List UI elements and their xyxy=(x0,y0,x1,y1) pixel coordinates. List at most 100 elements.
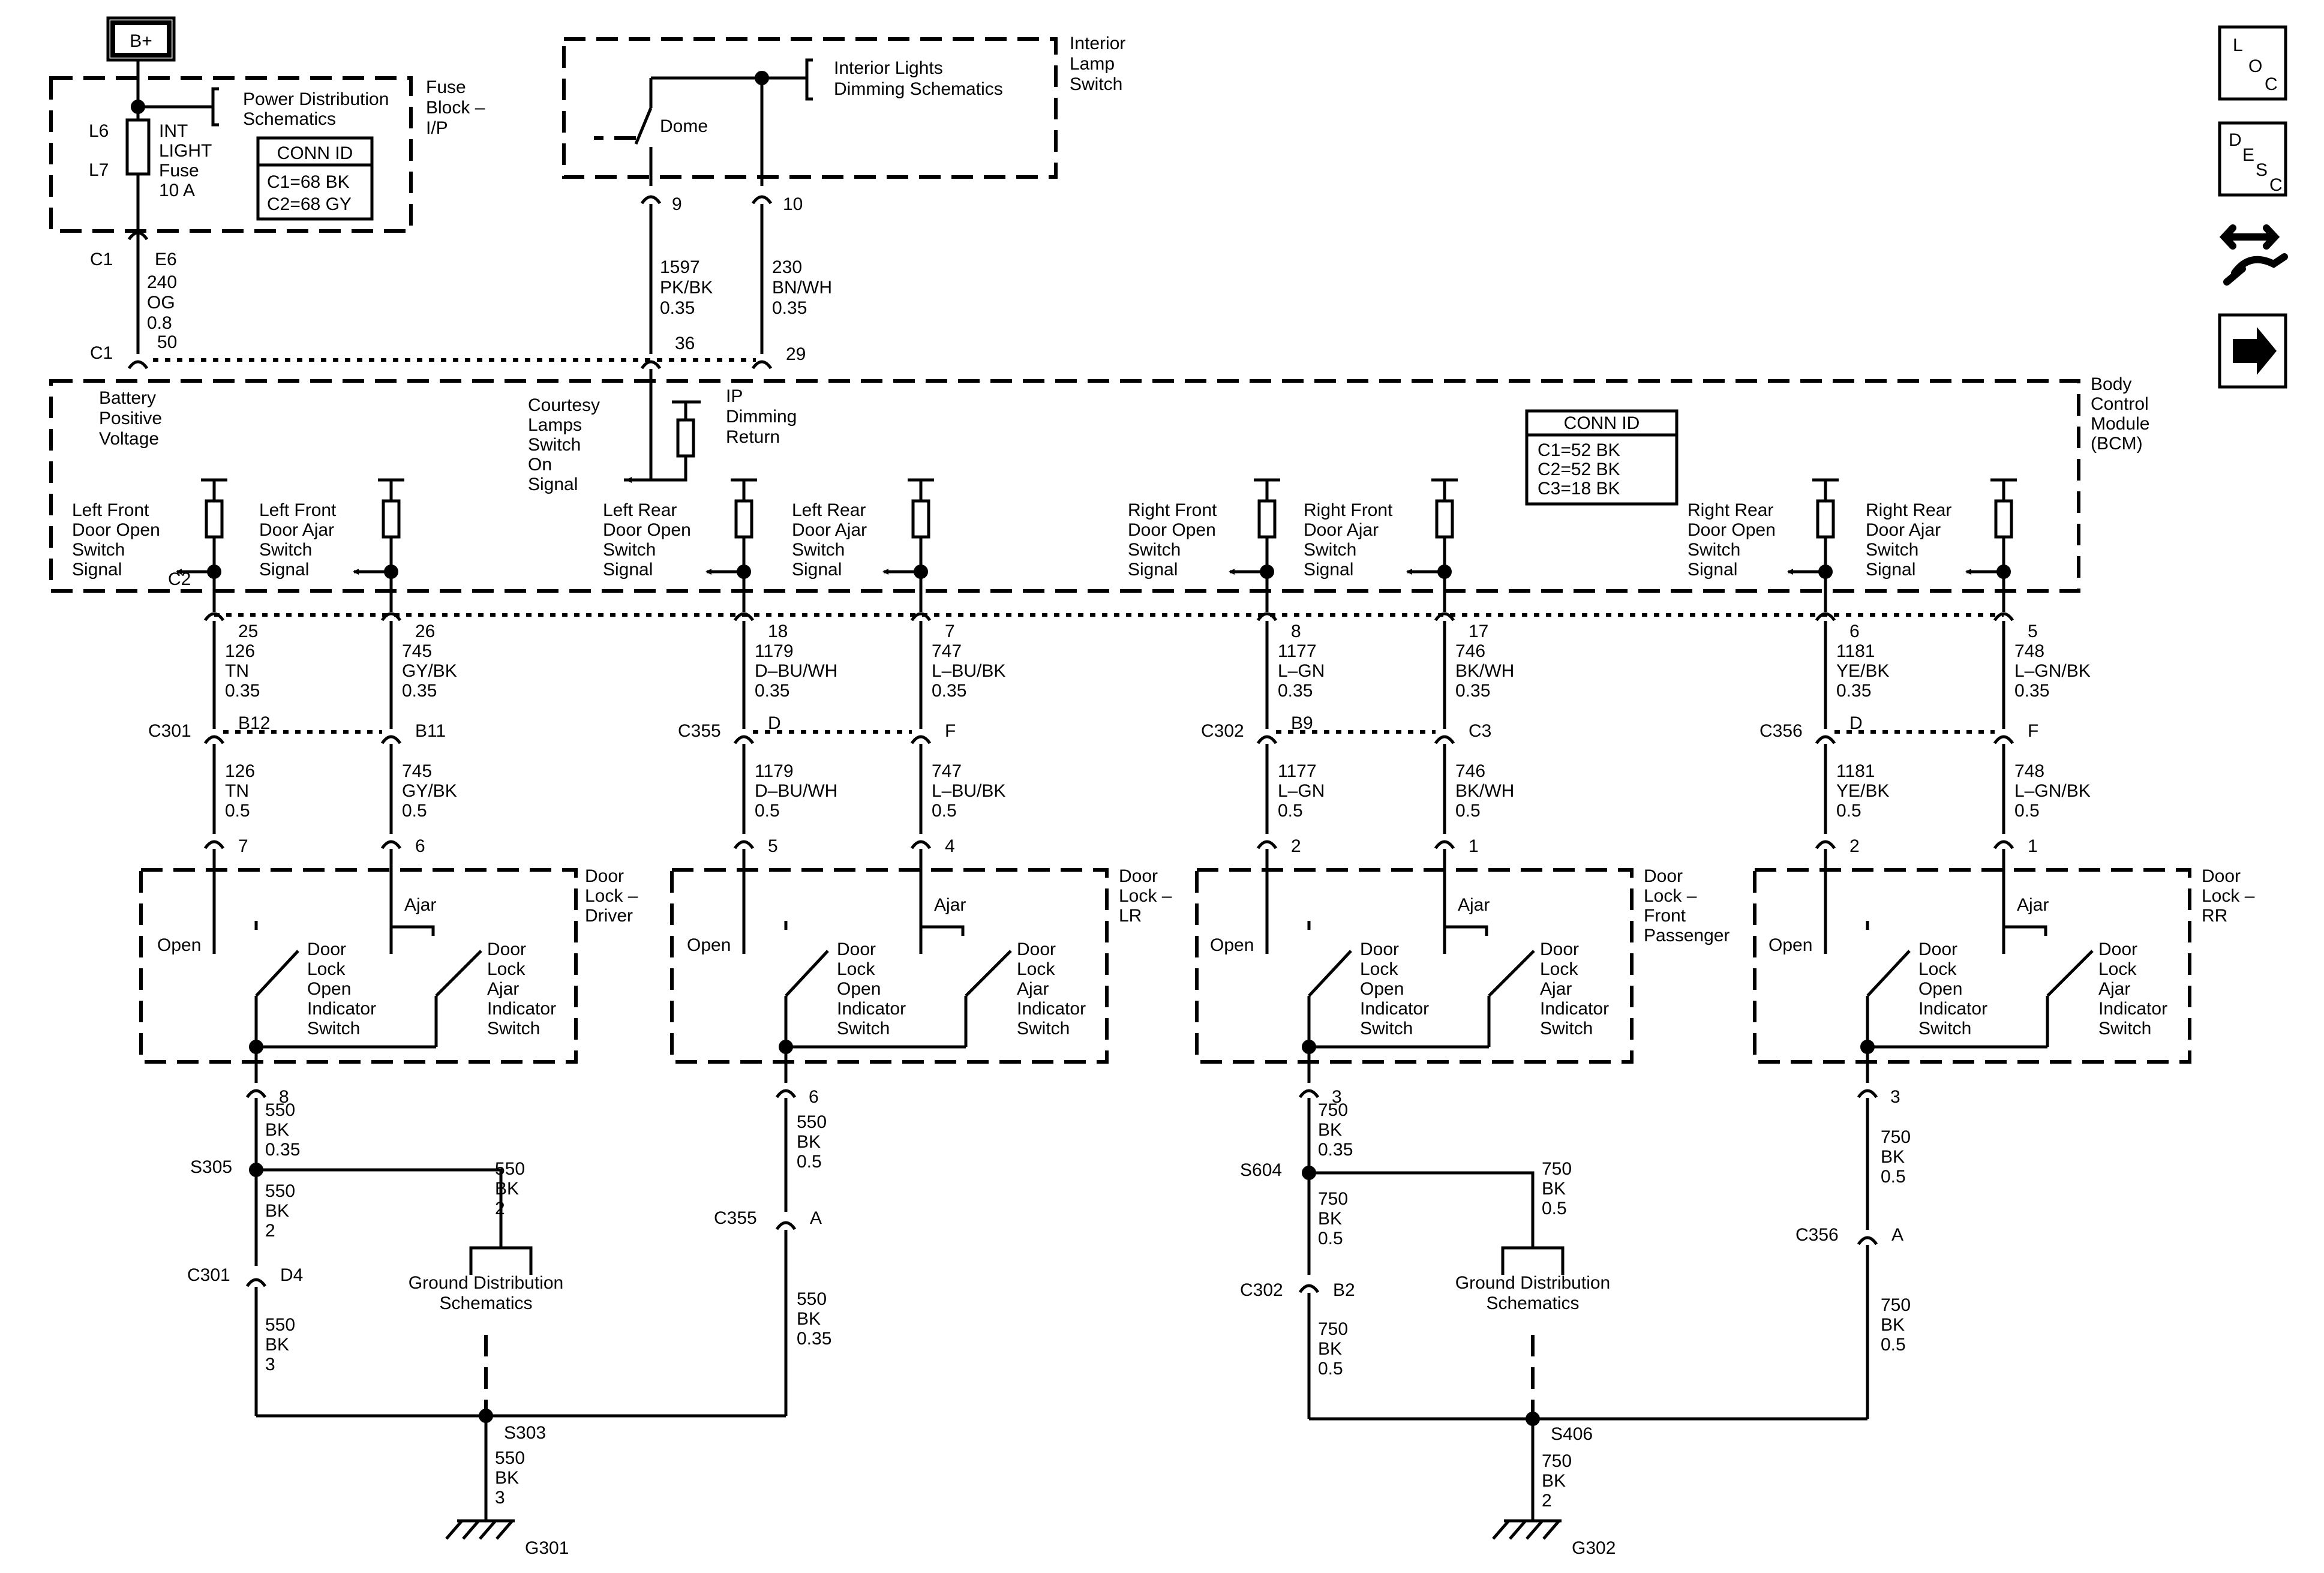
courtesy-wire xyxy=(624,369,653,482)
open-switch-label: Indicator xyxy=(307,999,376,1019)
door-lock-pin xyxy=(1993,840,2014,849)
signal-label: Switch xyxy=(1128,540,1181,560)
signal-label: Switch xyxy=(1866,540,1918,560)
wire-label-lower: TN xyxy=(225,781,249,801)
connector-c1-e6 xyxy=(127,231,149,241)
wire-label-lower: 0.5 xyxy=(402,801,427,821)
wire-label: BK xyxy=(495,1179,519,1199)
ajar-stub xyxy=(2004,925,2047,936)
wire-label-upper: TN xyxy=(225,661,249,681)
wire-label: 2 xyxy=(495,1199,505,1218)
wire-label: 750 xyxy=(1318,1319,1348,1339)
icon-letter: C xyxy=(2269,175,2283,195)
loc-icon[interactable]: LOC xyxy=(2218,25,2287,101)
connector-c302-b2 xyxy=(1298,1284,1320,1293)
ip-dim-wire xyxy=(651,456,687,482)
door-lock-title: Lock – xyxy=(585,886,638,906)
inline-connector-pin xyxy=(1993,735,2014,745)
wire-label: 750 xyxy=(1318,1100,1348,1120)
connector-c356: C356 xyxy=(1795,1225,1839,1245)
wire-label: BK xyxy=(265,1120,289,1140)
fuse-pin-l6: L6 xyxy=(89,121,109,141)
connector-c301: C301 xyxy=(187,1265,230,1285)
wire-label-upper: 745 xyxy=(402,641,432,661)
inline-connector-pin xyxy=(910,735,932,745)
door-lock-pin-label: 1 xyxy=(2028,836,2038,856)
door-lock-pin xyxy=(380,840,402,849)
bcm-pin xyxy=(380,612,402,622)
door-lock-pin xyxy=(203,840,225,849)
door-lock-title: Door xyxy=(1119,866,1158,886)
ajar-stub xyxy=(1445,925,1488,936)
ajar-switch-label: Switch xyxy=(2098,1019,2151,1038)
door-lock-title: Door xyxy=(2202,866,2241,886)
open-switch-label: Lock xyxy=(837,959,875,979)
courtesy-label: Courtesy xyxy=(528,395,600,415)
fuse-block-outline xyxy=(49,76,413,233)
pin36 xyxy=(640,360,662,370)
gds-label: Schematics xyxy=(1486,1293,1579,1313)
door-lock-pin-label: 6 xyxy=(415,836,425,856)
bcm-pin xyxy=(733,612,755,622)
switch-common-node xyxy=(779,1040,793,1054)
battery-voltage-label: Voltage xyxy=(99,429,159,449)
door-lock-title: Door xyxy=(585,866,624,886)
open-label: Open xyxy=(687,935,731,955)
open-switch-label: Open xyxy=(307,979,351,999)
open-switch-label: Open xyxy=(1918,979,1962,999)
signal-label: Left Rear xyxy=(603,500,677,520)
ajar-switch-label: Switch xyxy=(487,1019,540,1038)
wire-label: 3 xyxy=(265,1355,275,1374)
wire-label: 0.35 xyxy=(797,1329,831,1349)
wire-230-label: 0.35 xyxy=(772,298,807,318)
ground-g301-label: G301 xyxy=(525,1538,569,1558)
conn-id-row: C2=68 GY xyxy=(267,194,352,214)
wire-label: BK xyxy=(797,1309,821,1329)
wire-label-lower: 0.5 xyxy=(1278,801,1303,821)
wire-label-upper: 0.35 xyxy=(402,681,437,701)
diagnostic-tools-icon[interactable] xyxy=(2219,224,2288,286)
wire-label-upper: 0.35 xyxy=(225,681,260,701)
open-switch-label: Switch xyxy=(1918,1019,1971,1038)
icon-letter: S xyxy=(2256,160,2268,180)
open-switch-label: Lock xyxy=(1918,959,1957,979)
dim-node xyxy=(755,71,769,85)
wire-label: 550 xyxy=(265,1100,295,1120)
labels: B+Power DistributionSchematicsFuseBlock … xyxy=(72,31,2255,1558)
pin-50: 50 xyxy=(157,332,177,352)
ajar-switch-label: Lock xyxy=(487,959,526,979)
signal-label: Door Ajar xyxy=(1866,520,1941,540)
lamp-switch-title: Lamp xyxy=(1070,54,1115,74)
ground-pin xyxy=(245,1089,267,1098)
gds-bracket-l xyxy=(1501,1246,1533,1275)
dome-switch-blade xyxy=(634,107,653,145)
wire-label-lower: YE/BK xyxy=(1836,781,1889,801)
ajar-label: Ajar xyxy=(1458,895,1490,915)
ajar-switch-label: Switch xyxy=(1540,1019,1593,1038)
wire-240-label: 0.8 xyxy=(147,313,172,333)
door-lock-outline xyxy=(670,868,1109,1064)
ajar-switch-label: Lock xyxy=(1017,959,1055,979)
icon-letter: D xyxy=(2229,130,2242,150)
gds-label: Ground Distribution xyxy=(409,1273,563,1293)
ajar-switch-label: Door xyxy=(1017,939,1056,959)
open-switch-label: Open xyxy=(837,979,881,999)
signal-label: Right Rear xyxy=(1688,500,1773,520)
door-lock-pin-label: 5 xyxy=(768,836,778,856)
wire-label-upper: 0.35 xyxy=(1455,681,1490,701)
inline-connector-pin xyxy=(733,735,755,745)
ground-pin-label: 3 xyxy=(1890,1087,1900,1107)
ground-hatch xyxy=(1526,1520,1544,1540)
bcm-pin-label: 18 xyxy=(768,622,788,641)
connector-c1-bcm: C1 xyxy=(90,343,113,363)
next-arrow-icon[interactable] xyxy=(2218,313,2287,389)
bcm-conn-id-row: C1=52 BK xyxy=(1538,440,1620,460)
door-lock-outline xyxy=(1195,868,1634,1064)
ajar-switch-label: Ajar xyxy=(1017,979,1049,999)
wire-label: 0.5 xyxy=(1881,1167,1906,1187)
ajar-stub xyxy=(391,925,435,936)
fuse-block-title: I/P xyxy=(426,118,448,138)
bcm-pullup-resistor xyxy=(1994,499,2013,539)
wire-1597-label: 1597 xyxy=(660,257,700,277)
